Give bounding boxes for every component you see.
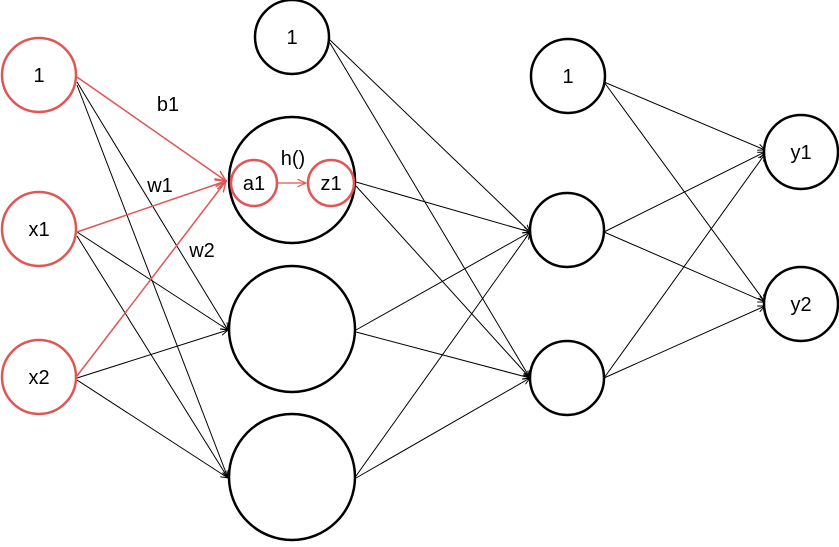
output-y2-node xyxy=(762,265,839,343)
edge-n2-to-y2 xyxy=(603,306,765,379)
edge-x2-to-h3 xyxy=(76,379,228,478)
hidden2-node-1 xyxy=(528,191,606,269)
edge-b1 xyxy=(76,76,226,181)
input-x1-node xyxy=(0,190,78,268)
weight-w2-label: w2 xyxy=(188,240,215,262)
hidden2-node-2 xyxy=(528,339,606,417)
edge-h2-to-n1 xyxy=(355,232,530,331)
z1-label: z1 xyxy=(320,173,341,195)
output-y1-label: y1 xyxy=(790,142,811,164)
edge-h3-to-n2 xyxy=(355,378,530,479)
edge-bias1-to-n1 xyxy=(329,39,530,232)
hidden2-bias-node xyxy=(529,37,607,115)
hidden-layer-1: 1 a1 z1 h() xyxy=(227,0,357,542)
output-y1-node xyxy=(762,113,839,191)
output-layer: y1 y2 xyxy=(762,113,839,343)
hidden1-node-3 xyxy=(227,412,357,542)
edge-n1-to-y2 xyxy=(603,231,765,302)
edge-z1-to-n1 xyxy=(355,181,530,232)
edge-bias1-to-n2 xyxy=(329,42,530,378)
hidden1-node-2 xyxy=(227,264,357,394)
edge-x1-to-h3 xyxy=(76,235,228,478)
hidden1-bias-label: 1 xyxy=(286,27,297,49)
input-x2-label: x2 xyxy=(28,367,49,389)
input-x1-label: x1 xyxy=(28,219,49,241)
weight-labels: b1 w1 w2 xyxy=(146,94,215,262)
activation-label: h() xyxy=(281,148,305,170)
edge-x2-to-h2 xyxy=(76,330,228,379)
input-x2-node xyxy=(0,338,78,416)
output-y2-label: y2 xyxy=(790,294,811,316)
hidden-layer-2: 1 xyxy=(528,37,607,417)
edges-input-to-hidden1 xyxy=(76,81,228,478)
edge-n2-to-y1 xyxy=(603,154,765,379)
edge-w2 xyxy=(76,181,226,377)
edge-n1-to-y1 xyxy=(603,152,765,233)
input-bias-node xyxy=(0,36,78,114)
edges-hidden1-to-hidden2 xyxy=(329,39,530,479)
weight-w1-label: w1 xyxy=(146,175,173,197)
hidden1-bias-node xyxy=(253,0,331,76)
edge-h2-to-n2 xyxy=(355,331,530,378)
z1-node xyxy=(306,158,356,208)
a1-node xyxy=(229,158,279,208)
edge-z1-to-n2 xyxy=(355,185,530,378)
edge-w1 xyxy=(76,181,226,233)
input-layer: 1 x1 x2 xyxy=(0,36,78,416)
edge-h3-to-n1 xyxy=(355,232,530,477)
a1-label: a1 xyxy=(243,173,265,195)
edges-hidden2-to-output xyxy=(603,81,765,379)
hidden2-bias-label: 1 xyxy=(562,66,573,88)
weight-b1-label: b1 xyxy=(157,94,179,116)
edge-x1-to-h2 xyxy=(76,231,228,330)
edge-bias2-to-y1 xyxy=(603,81,765,150)
input-bias-label: 1 xyxy=(33,65,44,87)
edges-highlighted xyxy=(76,76,226,377)
